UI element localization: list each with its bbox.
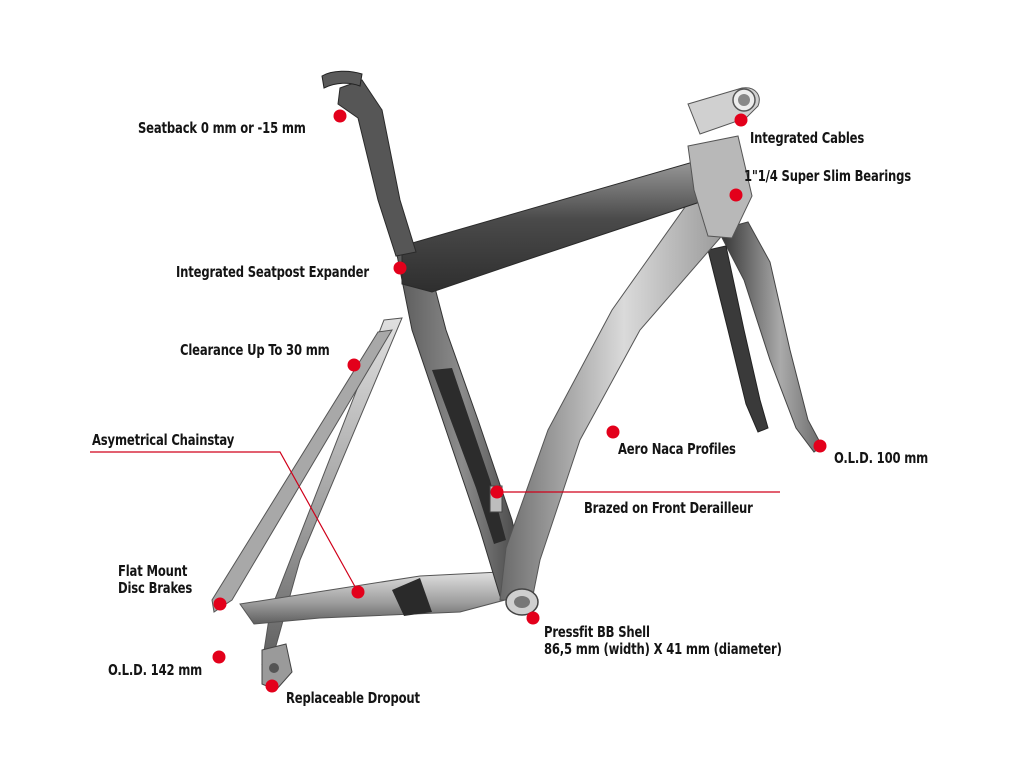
stem-clamp-bore xyxy=(738,94,750,106)
label-bearings: 1"1/4 Super Slim Bearings xyxy=(744,167,911,185)
label-bb-shell-line2: 86,5 mm (width) X 41 mm (diameter) xyxy=(544,640,782,658)
marker-dropout xyxy=(265,679,279,693)
marker-seatpost-expander xyxy=(393,261,407,275)
head-tube xyxy=(687,135,753,239)
seat-tube-dark xyxy=(432,368,506,544)
marker-bb-shell xyxy=(526,611,540,625)
chainstay-dark-patch xyxy=(392,578,432,616)
seatpost xyxy=(337,79,417,257)
marker-old-front xyxy=(813,439,827,453)
label-seatpost-expander: Integrated Seatpost Expander xyxy=(176,263,369,281)
marker-chainstay xyxy=(351,585,365,599)
marker-integrated-cables xyxy=(734,113,748,127)
chainstay xyxy=(239,571,521,625)
label-front-derailleur: Brazed on Front Derailleur xyxy=(584,499,753,517)
saddle-clamp xyxy=(321,70,363,89)
label-dropout: Replaceable Dropout xyxy=(286,689,420,707)
label-seatback: Seatback 0 mm or -15 mm xyxy=(138,119,306,137)
label-aero-naca: Aero Naca Profiles xyxy=(618,440,736,458)
fork-left-blade xyxy=(707,245,769,433)
bb-shell-bore xyxy=(514,596,530,608)
label-clearance: Clearance Up To 30 mm xyxy=(180,341,330,359)
label-old-rear: O.L.D. 142 mm xyxy=(108,661,203,679)
label-old-front: O.L.D. 100 mm xyxy=(834,449,929,467)
marker-front-derailleur xyxy=(490,485,504,499)
marker-seatback xyxy=(333,109,347,123)
chainstay-leader xyxy=(90,451,359,593)
marker-old-rear xyxy=(212,650,226,664)
label-integrated-cables: Integrated Cables xyxy=(750,129,865,147)
marker-bearings xyxy=(729,188,743,202)
dropout-axle xyxy=(269,663,279,673)
label-chainstay: Asymetrical Chainstay xyxy=(92,431,235,449)
label-bb-shell-line1: Pressfit BB Shell xyxy=(544,623,650,641)
seat-stay-rear xyxy=(211,329,393,613)
label-flat-mount-line1: Flat Mount xyxy=(118,562,188,580)
marker-clearance xyxy=(347,358,361,372)
label-flat-mount-line2: Disc Brakes xyxy=(118,579,193,597)
marker-aero-naca xyxy=(606,425,620,439)
marker-flat-mount xyxy=(213,597,227,611)
